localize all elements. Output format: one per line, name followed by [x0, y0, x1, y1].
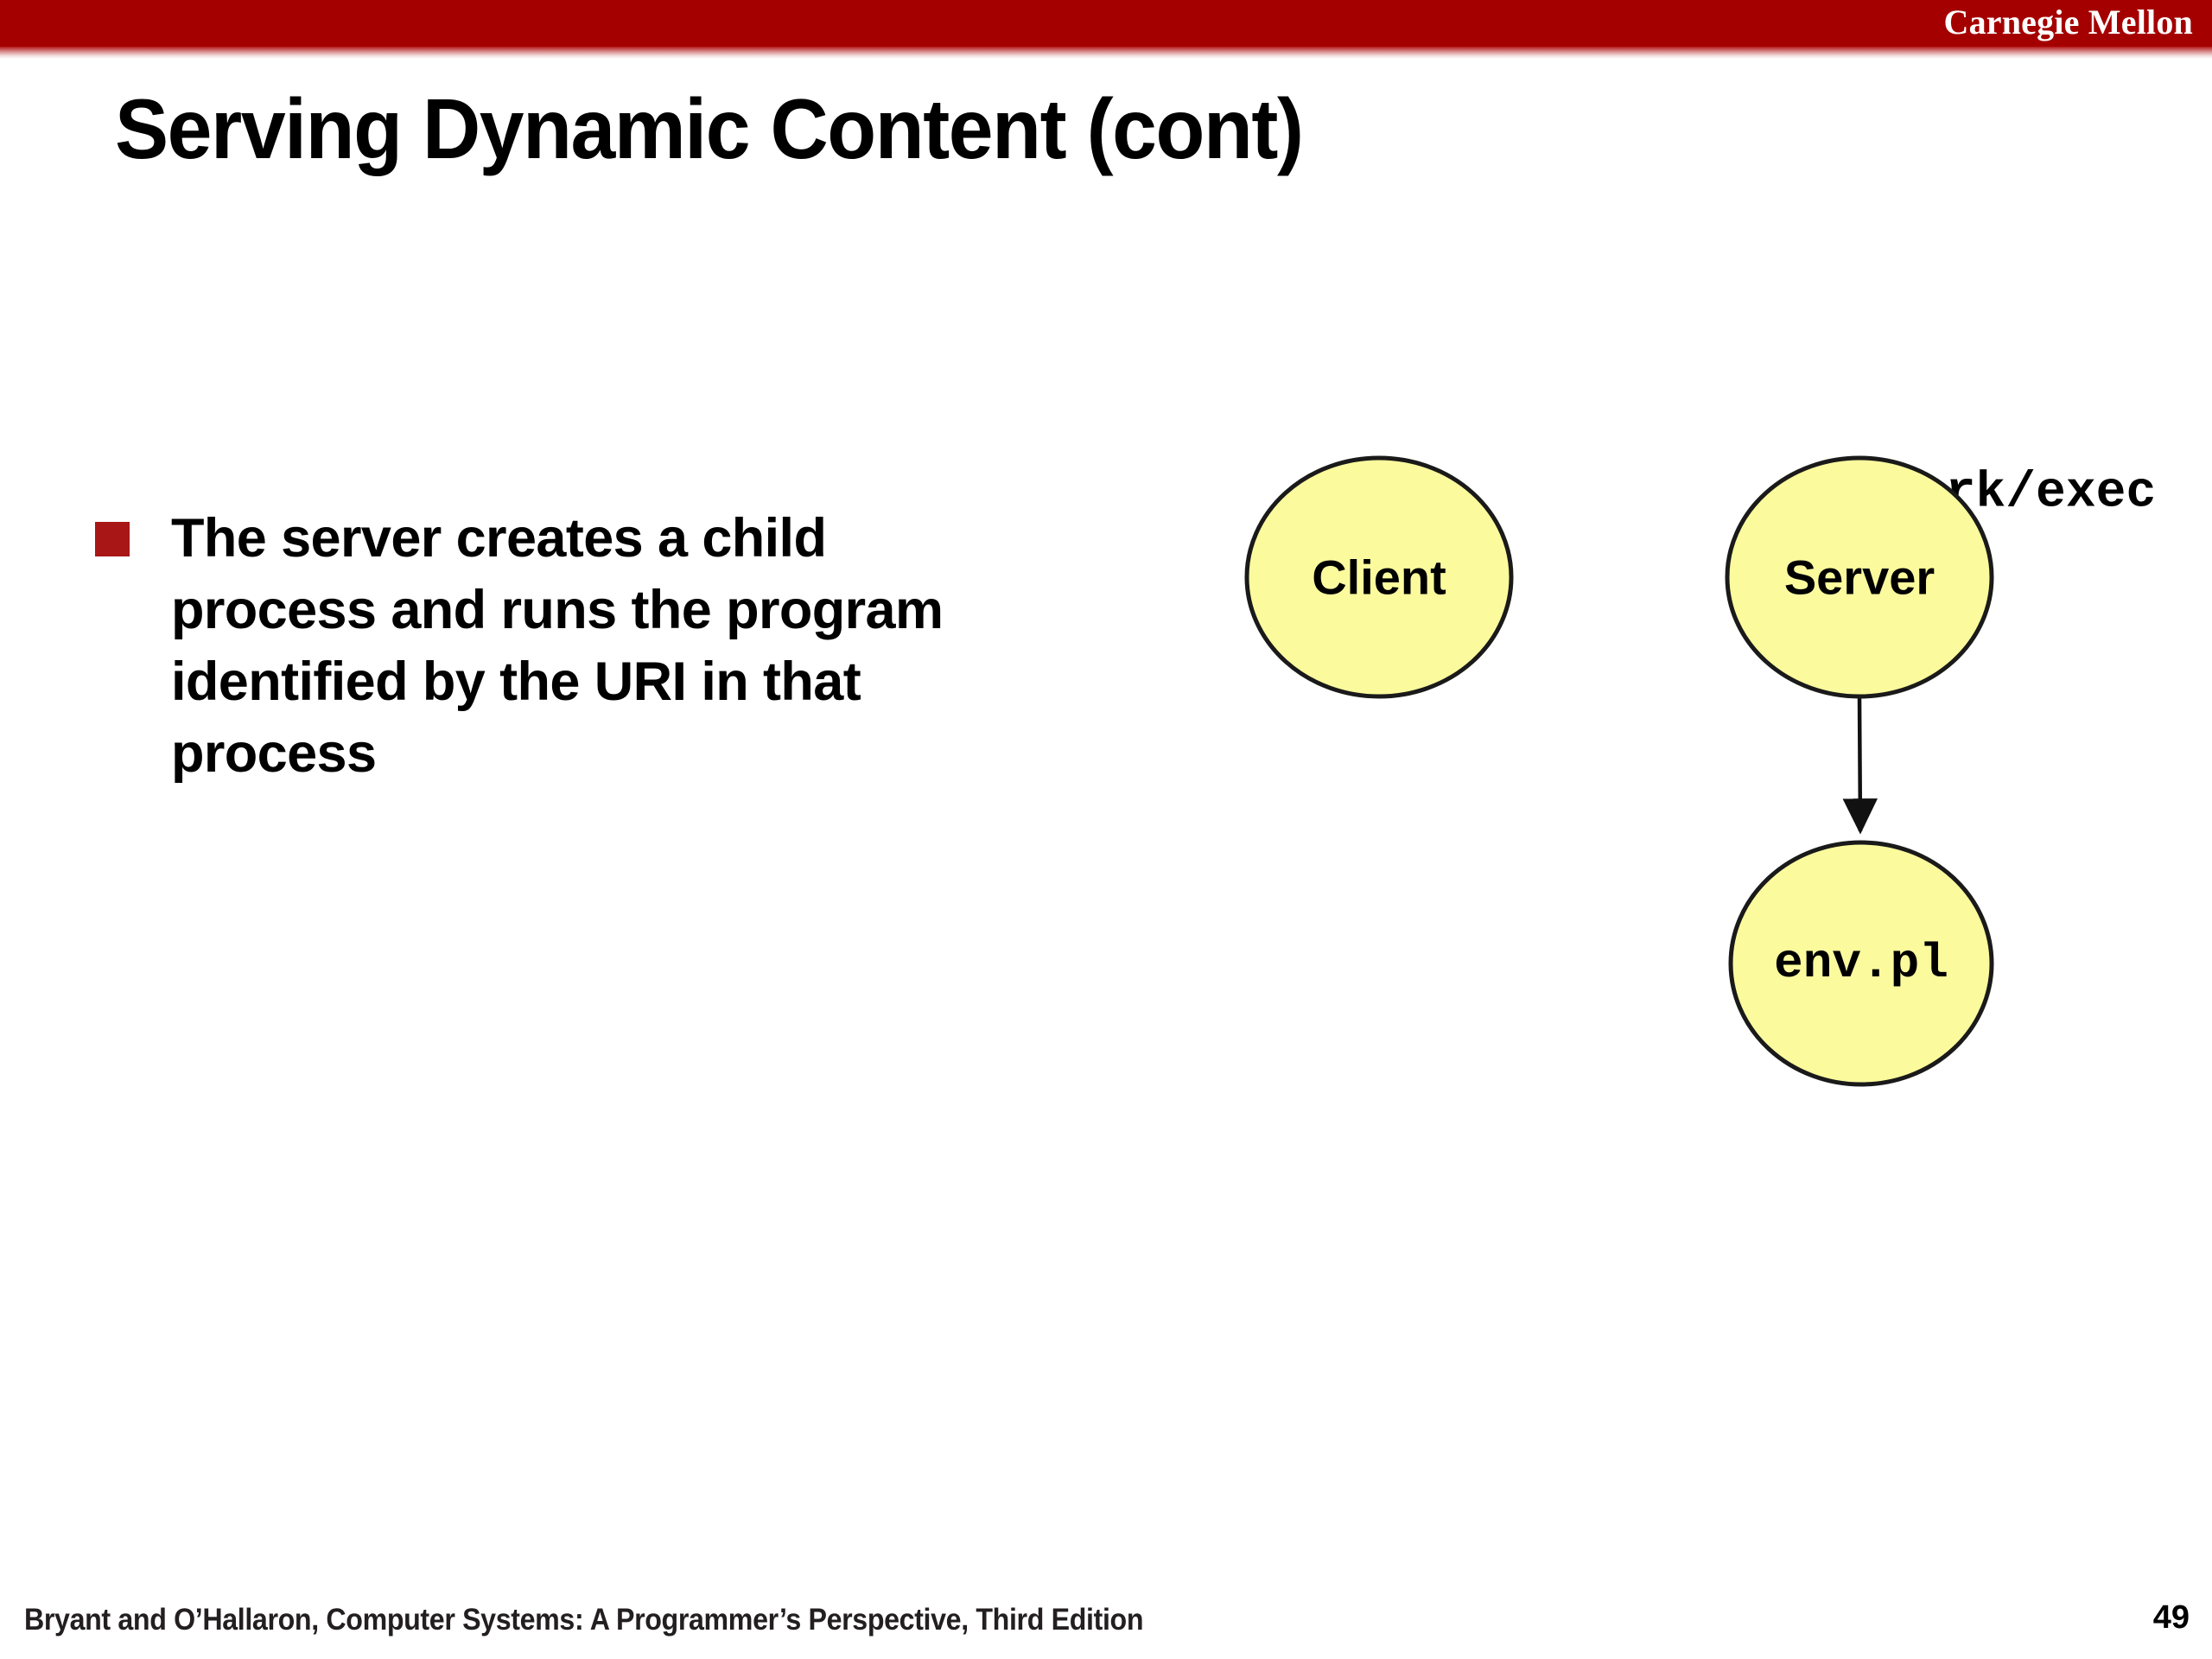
footer-citation: Bryant and O’Hallaron, Computer Systems:… — [24, 1603, 1144, 1637]
header-gradient-divider — [0, 47, 2212, 59]
client-label: Client — [1312, 550, 1446, 605]
client-ellipse — [1244, 455, 1514, 699]
server-label: Server — [1784, 550, 1935, 605]
fork-exec-arrow — [1842, 696, 1878, 835]
env-pl-ellipse — [1728, 840, 1994, 1087]
page-number: 49 — [2152, 1599, 2190, 1636]
node-client: Client — [1244, 455, 1514, 699]
bullet-list-item: The server creates a child process and r… — [95, 503, 1089, 791]
server-ellipse — [1725, 455, 1994, 699]
page-title: Serving Dynamic Content (cont) — [115, 81, 1304, 176]
env-pl-label: env.pl — [1774, 936, 1948, 991]
bullet-item-text: The server creates a child process and r… — [171, 508, 944, 785]
header-bar — [0, 0, 2212, 47]
carnegie-mellon-wordmark: Carnegie Mellon — [1943, 3, 2193, 41]
process-diagram: fork/exec Client Server env.pl — [1210, 432, 2212, 1149]
bullet-square-icon — [95, 522, 130, 556]
node-env-pl: env.pl — [1728, 840, 1994, 1087]
node-server: Server — [1725, 455, 1994, 699]
